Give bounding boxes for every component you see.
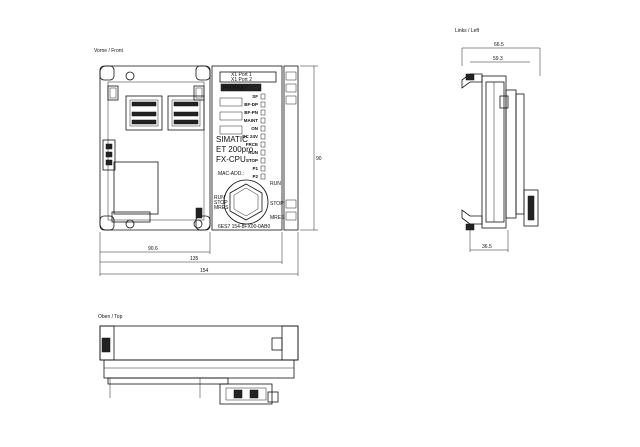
switch-label-stop: STOP xyxy=(270,201,284,207)
name-plate: PROFINET xyxy=(223,86,248,92)
dim-left-outer: 66.5 xyxy=(494,42,504,48)
dim-width-outer: 154 xyxy=(200,268,209,274)
led-label: SF xyxy=(252,94,258,99)
led-indicator xyxy=(260,173,266,180)
led-label: BF-PN xyxy=(244,110,258,115)
order-number: 6ES7 154-8FX00-0AB0 xyxy=(218,224,270,230)
left-view: 66.5 59.3 36.5 xyxy=(461,42,541,252)
screw-hole xyxy=(193,219,203,229)
led-label: STOP xyxy=(246,158,258,163)
led-indicator xyxy=(260,93,266,100)
mode-switch xyxy=(223,179,269,225)
led-indicator xyxy=(260,101,266,108)
led-indicator xyxy=(260,149,266,156)
dim-left-inner: 59.3 xyxy=(493,56,503,62)
led-label: DC 24V xyxy=(242,134,258,139)
left-view-title: Links / Left xyxy=(455,28,480,34)
led-label: ON xyxy=(251,126,258,131)
port-label-1: X1 Port 1 xyxy=(231,72,252,78)
side-label-mres: MRES xyxy=(214,205,229,211)
led-indicator xyxy=(260,125,266,132)
led-indicator xyxy=(260,165,266,172)
top-view-title: Oben / Top xyxy=(98,314,123,320)
mac-label: MAC-ADD.: xyxy=(218,171,244,177)
led-indicator xyxy=(260,109,266,116)
card-slot-2 xyxy=(167,95,205,131)
led-indicator xyxy=(260,133,266,140)
terminal-strip xyxy=(283,65,299,231)
led-indicator xyxy=(260,157,266,164)
front-view-title: Vorne / Front xyxy=(94,48,124,54)
port-label-2: X1 Port 2 xyxy=(231,77,252,83)
lower-module xyxy=(113,161,159,215)
dim-height: 90 xyxy=(316,156,322,162)
brand-et200pro: ET 200pro xyxy=(216,145,254,154)
switch-label-mres: MRES xyxy=(270,215,285,221)
screw-hole xyxy=(125,219,135,229)
led-indicator xyxy=(260,117,266,124)
led-label: FRCE xyxy=(246,142,258,147)
brand-fx-cpu: FX-CPU xyxy=(216,155,246,164)
dim-width-mid: 135 xyxy=(190,256,199,262)
front-view xyxy=(99,65,211,231)
side-label-stop: STOP xyxy=(214,200,228,206)
top-view xyxy=(99,325,299,405)
dim-width-inner: 90.6 xyxy=(148,246,158,252)
switch-label-run: RUN xyxy=(270,181,281,187)
left-connector xyxy=(102,139,116,171)
front-dimensions: 90 90.6 135 154 xyxy=(99,65,322,276)
led-label: RUN xyxy=(248,150,258,155)
led-indicator xyxy=(260,141,266,148)
led-label: MAINT xyxy=(244,118,258,123)
card-slot-1 xyxy=(125,95,163,131)
brand-simatic: SIMATIC xyxy=(216,135,248,144)
dim-left-bottom: 36.5 xyxy=(482,244,492,250)
front-panel: X1 Port 1 X1 Port 2 PROFINET SF BF-DP BF… xyxy=(211,65,285,231)
led-label: BF-DP xyxy=(244,102,258,107)
side-label-run: RUN xyxy=(214,195,225,201)
led-list: SF BF-DP BF-PN MAINT ON DC 24V FRCE RUN … xyxy=(242,93,266,180)
led-label: P2 xyxy=(252,174,258,179)
led-label: P1 xyxy=(252,166,258,171)
screw-hole xyxy=(125,71,135,81)
